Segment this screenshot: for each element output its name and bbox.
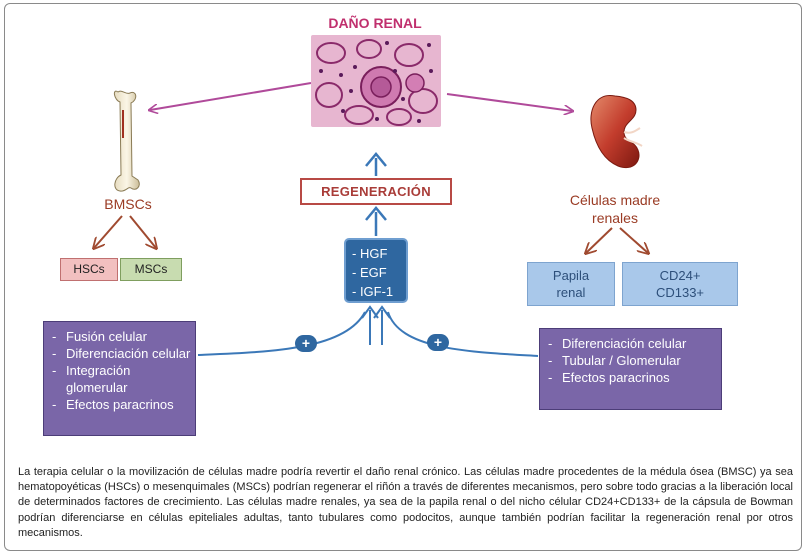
papila-line2: renal: [556, 285, 586, 300]
curve-left: [197, 311, 366, 356]
histology-image: [311, 35, 441, 127]
mechanism-item: Integración glomerular: [44, 362, 195, 396]
arrow-to-kidney: [446, 93, 572, 111]
mechanism-item: Efectos paracrinos: [44, 396, 195, 413]
kidney-icon: [590, 95, 643, 168]
renal-label-line1: Células madre: [569, 192, 661, 208]
figure-frame: [4, 3, 802, 551]
curve-arrowheads: [361, 305, 391, 319]
hscs-box: HSCs: [60, 258, 118, 281]
diagram-title: DAÑO RENAL: [328, 15, 422, 31]
bone-icon: [113, 90, 140, 192]
figure-caption: La terapia celular o la movilización de …: [18, 466, 793, 539]
papila-renal-box: Papila renal: [527, 262, 615, 306]
bmsc-label: BMSCs: [104, 196, 152, 212]
renal-mechanisms-box: Diferenciación celular Tubular / Glomeru…: [539, 328, 722, 410]
regeneration-box: REGENERACIÓN: [300, 178, 452, 205]
papila-line1: Papila: [552, 268, 590, 283]
renal-label-line2: renales: [592, 210, 638, 226]
curve-right: [387, 311, 539, 357]
plus-badge-left: +: [295, 335, 317, 352]
growth-factors-box: - HGF - EGF - IGF-1: [344, 238, 408, 303]
cd24-line2: CD133+: [655, 285, 705, 300]
mscs-box: MSCs: [120, 258, 182, 281]
arrow-factors-head: [365, 206, 387, 221]
growth-factor-item: - EGF: [352, 265, 387, 280]
renal-stem-cells-label: Células madre renales: [560, 191, 670, 227]
mechanism-item: Fusión celular: [44, 328, 195, 345]
mechanism-item: Tubular / Glomerular: [540, 352, 721, 369]
bmsc-mechanisms-box: Fusión celular Diferenciación celular In…: [43, 321, 196, 436]
mechanism-item: Efectos paracrinos: [540, 369, 721, 386]
mechanism-item: Diferenciación celular: [540, 335, 721, 352]
mechanism-item: Diferenciación celular: [44, 345, 195, 362]
cd24-cd133-box: CD24+ CD133+: [622, 262, 738, 306]
cd24-line1: CD24+: [659, 268, 701, 283]
growth-factor-item: - HGF: [352, 246, 388, 261]
arrow-to-bone: [150, 82, 312, 110]
growth-factor-item: - IGF-1: [352, 284, 394, 299]
arrow-regen-head: [365, 152, 387, 167]
plus-badge-right: +: [427, 334, 449, 351]
